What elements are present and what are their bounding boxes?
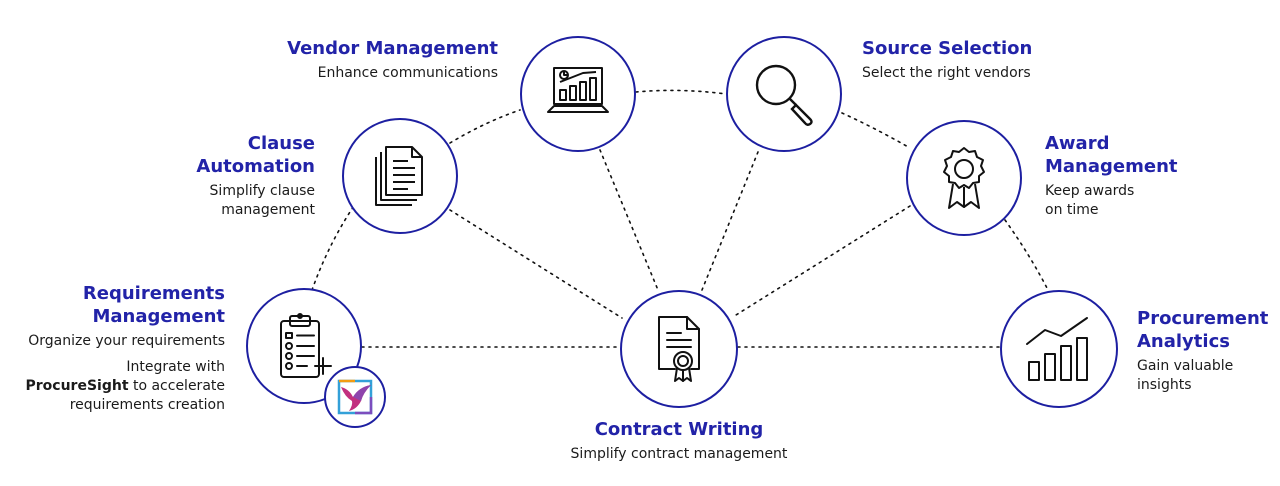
outer-arc-connector — [311, 199, 359, 291]
vendor-management-title: Vendor Management — [287, 38, 498, 59]
integration-line-2: ProcureSight to accelerate — [6, 377, 226, 396]
outer-arc-connector — [1004, 219, 1049, 291]
requirements-management-desc: Organize your requirements — [28, 333, 225, 349]
outer-arc-connector — [635, 89, 727, 95]
certificate-document-icon — [658, 316, 700, 382]
laptop-chart-icon — [547, 67, 609, 113]
source-selection-desc: Select the right vendors — [862, 65, 1031, 81]
source-selection-title: Source Selection — [862, 38, 1033, 59]
procurement-analytics-label: Procurement Analytics Gain valuable insi… — [1137, 307, 1277, 395]
spoke-connector — [735, 205, 911, 316]
contract-writing-label: Contract Writing Simplify contract manag… — [529, 418, 829, 464]
source-selection-label: Source Selection Select the right vendor… — [862, 37, 1102, 83]
procurement-analytics-node[interactable] — [1000, 290, 1118, 408]
clause-automation-title: Clause Automation — [196, 133, 315, 177]
source-selection-node[interactable] — [726, 36, 842, 152]
outer-arc-connector — [841, 112, 911, 149]
requirements-management-title: Requirements Management — [82, 283, 225, 327]
vendor-management-desc: Enhance communications — [317, 65, 498, 81]
integration-line-2-rest: to accelerate — [128, 378, 225, 394]
spoke-connector — [449, 209, 623, 319]
procurement-analytics-title: Procurement Analytics — [1137, 308, 1269, 352]
spoke-connector — [599, 149, 659, 291]
award-management-desc: Keep awards on time — [1045, 183, 1135, 218]
vendor-management-node[interactable] — [520, 36, 636, 152]
integration-line-3: requirements creation — [69, 397, 225, 413]
award-management-node[interactable] — [906, 120, 1022, 236]
award-management-title: Award Management — [1045, 133, 1178, 177]
procuresight-bird-logo-icon — [337, 379, 373, 415]
award-management-label: Award Management Keep awards on time — [1045, 132, 1215, 220]
integration-line-1: Integrate with — [126, 359, 225, 375]
procuresight-integration-text: Integrate with ProcureSight to accelerat… — [6, 358, 226, 415]
requirements-management-label: Requirements Management Organize your re… — [6, 282, 226, 415]
clause-automation-desc: Simplify clause management — [209, 183, 315, 218]
clipboard-checklist-icon — [280, 313, 332, 378]
contract-writing-desc: Simplify contract management — [570, 446, 788, 462]
clause-automation-label: Clause Automation Simplify clause manage… — [150, 132, 315, 220]
bar-chart-trend-icon — [1026, 317, 1088, 381]
clause-automation-node[interactable] — [342, 118, 458, 234]
contract-writing-title: Contract Writing — [594, 419, 764, 440]
contract-writing-node[interactable] — [620, 290, 738, 408]
award-ribbon-icon — [943, 147, 985, 209]
procurement-analytics-desc: Gain valuable insights — [1137, 358, 1234, 393]
spoke-connector — [701, 151, 759, 291]
outer-arc-connector — [449, 109, 521, 144]
procuresight-badge[interactable] — [324, 366, 386, 428]
magnifier-icon — [755, 64, 813, 126]
vendor-management-label: Vendor Management Enhance communications — [262, 37, 498, 83]
procuresight-brand[interactable]: ProcureSight — [25, 378, 129, 394]
documents-stack-icon — [375, 146, 423, 206]
